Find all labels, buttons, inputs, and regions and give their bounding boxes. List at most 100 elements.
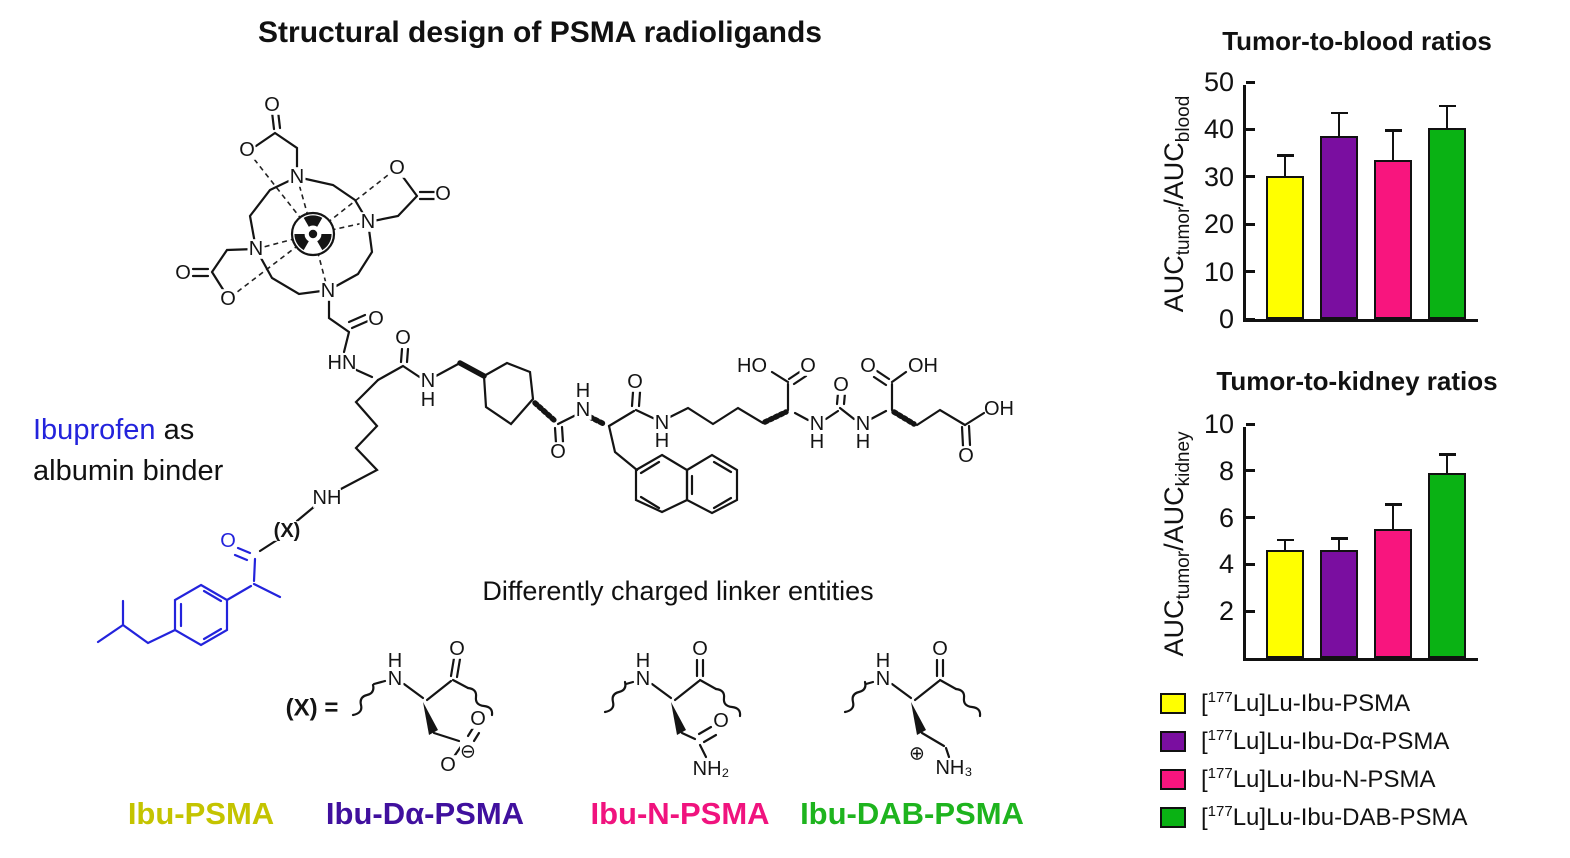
atom-label: N [576, 399, 590, 421]
atom-label: N [655, 412, 669, 434]
atom-label: ⊖ [460, 742, 476, 763]
y-tick [1246, 562, 1255, 566]
atom-label: HN [328, 352, 357, 374]
legend-label: [177Lu]Lu-Ibu-DAB-PSMA [1201, 803, 1467, 832]
atom-label: N [636, 668, 650, 690]
label-mask [273, 696, 351, 720]
error-bar-cap [1384, 503, 1402, 507]
label-mask [238, 140, 256, 160]
atom-label: NH [313, 487, 342, 509]
label-mask [738, 356, 766, 376]
atom-label: H [876, 650, 890, 672]
y-tick-label: 20 [1203, 209, 1234, 240]
compound-label-Ibu-Dα-PSMA: Ibu-Dα-PSMA [325, 796, 525, 831]
atom-label: OH [984, 398, 1014, 420]
label-mask [419, 371, 437, 391]
atom-label: O [264, 94, 280, 116]
label-mask [931, 639, 949, 659]
label-mask [874, 651, 892, 671]
label-mask [549, 442, 567, 462]
label-mask [439, 755, 457, 775]
label-mask [247, 239, 265, 259]
linker-heading: Differently charged linker entities [482, 576, 874, 606]
chart-title: Tumor-to-blood ratios [1222, 26, 1492, 56]
error-bar [1391, 504, 1395, 530]
label-mask [219, 531, 237, 551]
legend-label-part: Lu]Lu-Ibu-PSMA [1232, 690, 1411, 717]
label-mask [634, 669, 652, 689]
compound-label-Ibu-DAB-PSMA: Ibu-DAB-PSMA [800, 796, 1024, 831]
peptide-backbone-bonds [258, 347, 986, 553]
atom-label: H [388, 650, 402, 672]
label-mask [985, 399, 1013, 419]
y-tick-label: 0 [1218, 304, 1234, 334]
legend-swatch [1160, 693, 1186, 714]
legend-label-part: 177 [1207, 727, 1233, 744]
atom-label: N [361, 211, 375, 233]
label-mask [799, 356, 817, 376]
y-tick [1246, 80, 1255, 84]
label-mask [386, 651, 404, 671]
atom-label: O [860, 355, 876, 377]
y-tick [1246, 175, 1255, 179]
label-mask [263, 95, 281, 115]
bar-[177Lu]Lu-Ibu-N-PSMA [1374, 160, 1412, 319]
ibuprofen-note-rest: as [155, 414, 195, 446]
error-bar-cap [1438, 453, 1456, 456]
legend-item: [177Lu]Lu-Ibu-Dα-PSMA [1160, 727, 1565, 756]
atom-label: O [449, 638, 465, 660]
bar-[177Lu]Lu-Ibu-DAB-PSMA [1428, 127, 1466, 319]
bar-[177Lu]Lu-Ibu-PSMA [1266, 175, 1304, 319]
error-bar [1337, 112, 1341, 137]
atom-label: O [470, 708, 486, 730]
y-tick-label: 30 [1203, 161, 1234, 192]
label-mask [319, 281, 337, 301]
chart-tumor-to-kidney: Tumor-to-kidney ratios AUCtumor/AUCkidne… [1155, 358, 1559, 698]
label-mask [448, 639, 466, 659]
label-mask [359, 212, 377, 232]
y-tick [1246, 317, 1255, 321]
legend-label: [177Lu]Lu-Ibu-PSMA [1201, 689, 1410, 718]
y-tick-label: 50 [1203, 67, 1234, 97]
atom-label: N [856, 413, 870, 435]
atom-label: H [856, 431, 870, 453]
atom-label: O [440, 754, 456, 776]
legend-label-part: Lu]Lu-Ibu-N-PSMA [1232, 766, 1436, 793]
error-bar [1445, 454, 1449, 474]
y-tick-label: 10 [1203, 409, 1234, 439]
legend-item: [177Lu]Lu-Ibu-DAB-PSMA [1160, 803, 1565, 832]
atom-label: H [636, 650, 650, 672]
atom-label: O [239, 139, 255, 161]
atom-label: (X) [274, 520, 301, 542]
y-tick [1246, 516, 1255, 520]
atom-label: NH₃ [935, 757, 972, 779]
atom-label: OH [908, 355, 938, 377]
error-bar-cap [1276, 538, 1294, 542]
label-mask [174, 263, 192, 283]
y-tick-label: 10 [1203, 256, 1234, 287]
chart-tumor-to-blood: Tumor-to-blood ratios AUCtumor/AUCblood … [1155, 18, 1559, 358]
atom-label: O [932, 638, 948, 660]
label-mask [653, 431, 671, 451]
linker-asparagine-bonds [603, 658, 742, 759]
ibuprofen-note-line2: albumin binder [33, 455, 224, 488]
atom-label: O [550, 441, 566, 463]
y-tick [1246, 222, 1255, 226]
label-mask [957, 446, 975, 466]
label-mask [832, 375, 850, 395]
legend-label-part: Lu]Lu-Ibu-Dα-PSMA [1232, 728, 1450, 755]
label-mask [367, 309, 385, 329]
legend-item: [177Lu]Lu-Ibu-N-PSMA [1160, 765, 1565, 793]
atom-label: N [388, 668, 402, 690]
legend-label: [177Lu]Lu-Ibu-Dα-PSMA [1201, 727, 1449, 756]
error-bar [1283, 155, 1287, 176]
y-tick [1246, 270, 1255, 274]
dota-chelator-bonds [191, 109, 438, 354]
error-bar-cap [1276, 154, 1294, 157]
atom-label: H [576, 380, 590, 402]
legend-swatch [1160, 731, 1186, 752]
